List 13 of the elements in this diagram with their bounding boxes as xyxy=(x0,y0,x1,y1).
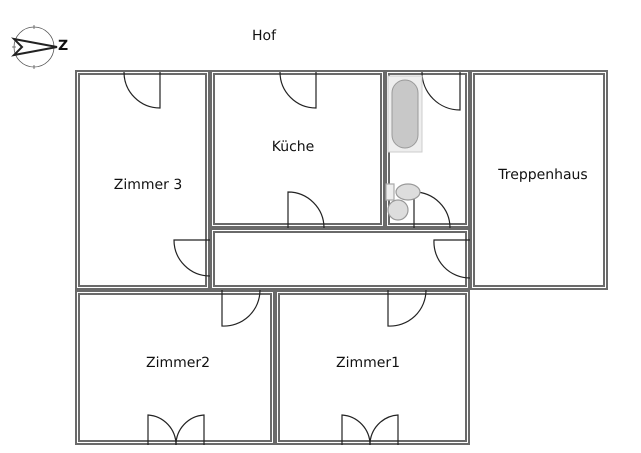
room xyxy=(275,290,470,445)
room-label: Zimmer 3 xyxy=(114,177,182,193)
room-label: Zimmer1 xyxy=(336,355,400,371)
area-label: Hof xyxy=(252,28,276,44)
room-label: Küche xyxy=(272,139,314,155)
room-label: Zimmer2 xyxy=(146,355,210,371)
room xyxy=(210,228,470,290)
room-label: Treppenhaus xyxy=(498,167,588,183)
room xyxy=(75,70,210,290)
compass-letter: Z xyxy=(58,38,68,54)
room xyxy=(470,70,608,290)
room xyxy=(75,290,275,445)
room xyxy=(210,70,385,228)
